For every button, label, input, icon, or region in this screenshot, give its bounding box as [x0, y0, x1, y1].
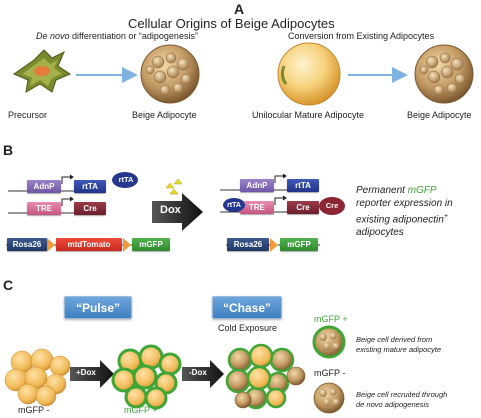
rtta-gene-box: rtTA — [74, 180, 106, 193]
legend-mgfp-minus-desc: Beige cell recruited through de novo adi… — [356, 390, 448, 409]
dox-label: Dox — [160, 204, 181, 216]
loxp-icon — [47, 238, 55, 252]
cre-free-label: Cre — [325, 201, 339, 210]
loxp-icon — [270, 238, 278, 252]
cell-cluster-mgfp-plus — [111, 344, 182, 410]
panel-b-label: B — [3, 142, 14, 158]
unilocular-label: Unilocular Mature Adipocyte — [252, 110, 365, 120]
mgfp-box-right: mGFP — [280, 238, 318, 251]
chase-badge: “Chase” — [212, 296, 282, 319]
minus-dox-arrow-icon — [182, 360, 224, 388]
legend-mgfp-minus-label: mGFP - — [314, 368, 346, 378]
adnp-gene-box-right: AdnP — [240, 179, 274, 192]
beige-adipocyte-icon-left — [140, 44, 200, 104]
cell-cluster-chase — [225, 343, 306, 410]
mgfp-plus-bottom-label: mGFP + — [124, 405, 158, 415]
dox-molecules-icon — [165, 178, 183, 195]
legend-mgfp-plus-label: mGFP + — [314, 314, 348, 324]
cre-protein-icon — [319, 197, 345, 215]
conversion-caption: Conversion from Existing Adipocytes — [288, 31, 435, 41]
promoter-arrows-right — [274, 173, 287, 205]
rtta-protein-icon — [112, 172, 138, 188]
adnp-gene-box: AdnP — [27, 180, 61, 193]
rtta-free-label: rtTA — [118, 175, 134, 184]
mgfp-box-left: mGFP — [132, 238, 170, 251]
cell-cluster-mgfp-minus — [4, 348, 71, 407]
beige-adipocyte-label-right: Beige Adipocyte — [407, 110, 472, 120]
promoter-arrows-left — [61, 174, 74, 206]
legend-mgfp-minus-icon — [313, 382, 345, 414]
precursor-label: Precursor — [8, 110, 48, 120]
beige-adipocyte-label-left: Beige Adipocyte — [132, 110, 197, 120]
de-novo-caption: De novo differentiation or “adipogenesis… — [36, 31, 198, 41]
precursor-cell-icon — [12, 49, 72, 93]
beige-adipocyte-icon-right — [414, 44, 474, 104]
minus-dox-label: -Dox — [189, 368, 207, 377]
rosa26-box-right: Rosa26 — [227, 238, 269, 251]
panel-a-label: A — [234, 1, 245, 17]
rtta-gene-box-right: rtTA — [287, 179, 319, 192]
loxp-icon — [123, 238, 131, 252]
rtta-bound-icon: rtTA — [223, 198, 245, 212]
plus-dox-arrow-icon — [70, 360, 114, 388]
panel-c-label: C — [3, 277, 14, 293]
rosa26-box: Rosa26 — [7, 238, 47, 251]
tre-box: TRE — [27, 202, 61, 215]
unilocular-adipocyte-icon — [277, 42, 341, 106]
plus-dox-label: +Dox — [76, 368, 96, 377]
cre-gene-box-right: Cre — [287, 201, 319, 214]
tre-box-right: TRE — [240, 201, 274, 214]
mgfp-minus-bottom-label: mGFP - — [18, 405, 50, 415]
pulse-badge: “Pulse” — [64, 296, 132, 319]
cold-exposure-label: Cold Exposure — [218, 323, 278, 333]
legend-mgfp-plus-icon — [312, 325, 346, 359]
panel-b-note: Permanent mGFP reporter expression in ex… — [356, 185, 453, 239]
panel-a-title: Cellular Origins of Beige Adipocytes — [128, 16, 335, 31]
cre-gene-box: Cre — [74, 202, 106, 215]
dox-arrow-icon — [152, 193, 203, 231]
legend-mgfp-plus-desc: Beige cell derived from existing mature … — [356, 335, 442, 354]
mtdtomato-box: mtdTomato — [56, 238, 122, 251]
